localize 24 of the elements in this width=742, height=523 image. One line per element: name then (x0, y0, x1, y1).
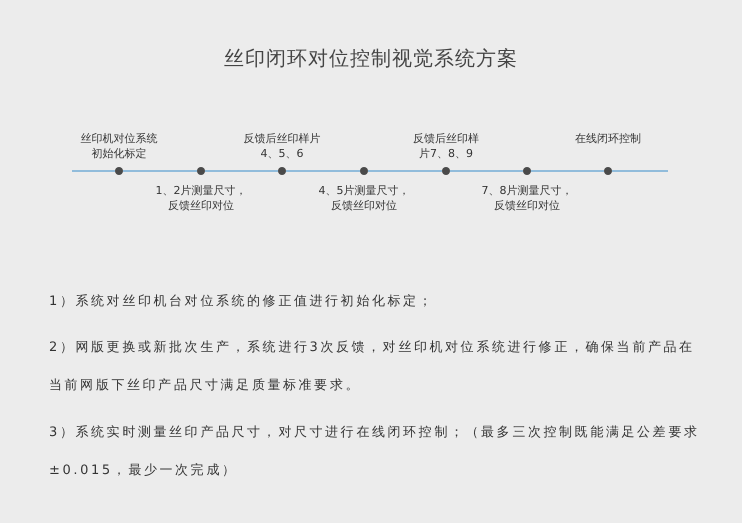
milestone-label: 丝印机对位系统初始化标定 (80, 131, 158, 161)
timeline-dot (523, 167, 531, 175)
milestone-label: 在线闭环控制 (574, 131, 642, 146)
timeline-line (450, 170, 523, 172)
paragraph: 3）系统实时测量丝印产品尺寸，对尺寸进行在线闭环控制；（最多三次控制既能满足公差要求±0.015，最少一次完成） (49, 424, 700, 480)
timeline-line (205, 170, 278, 172)
milestone-label: 反馈后丝印样片4、5、6 (242, 131, 322, 161)
milestone-label: 4、5片测量尺寸，反馈丝印对位 (318, 183, 410, 213)
milestone-label: 1、2片测量尺寸，反馈丝印对位 (154, 183, 248, 213)
timeline-line (286, 170, 360, 172)
timeline-line (531, 170, 604, 172)
milestone-label: 反馈后丝印样片7、8、9 (412, 131, 480, 161)
title: 丝印闭环对位控制视觉系统方案 (223, 45, 519, 72)
timeline-dot (360, 167, 368, 175)
timeline-dot (604, 167, 612, 175)
timeline-line (368, 170, 442, 172)
milestone-label: 7、8片测量尺寸，反馈丝印对位 (480, 183, 574, 213)
paragraph: 2）网版更换或新批次生产，系统进行3次反馈，对丝印机对位系统进行修正，确保当前产品在当前网版下丝印产品尺寸满足质量标准要求。 (49, 339, 696, 395)
timeline-dot (197, 167, 205, 175)
timeline-dot (442, 167, 450, 175)
timeline-dot (278, 167, 286, 175)
paragraph: 1）系统对丝印机台对位系统的修正值进行初始化标定； (49, 293, 436, 311)
timeline-dot (115, 167, 123, 175)
timeline-line (123, 170, 197, 172)
